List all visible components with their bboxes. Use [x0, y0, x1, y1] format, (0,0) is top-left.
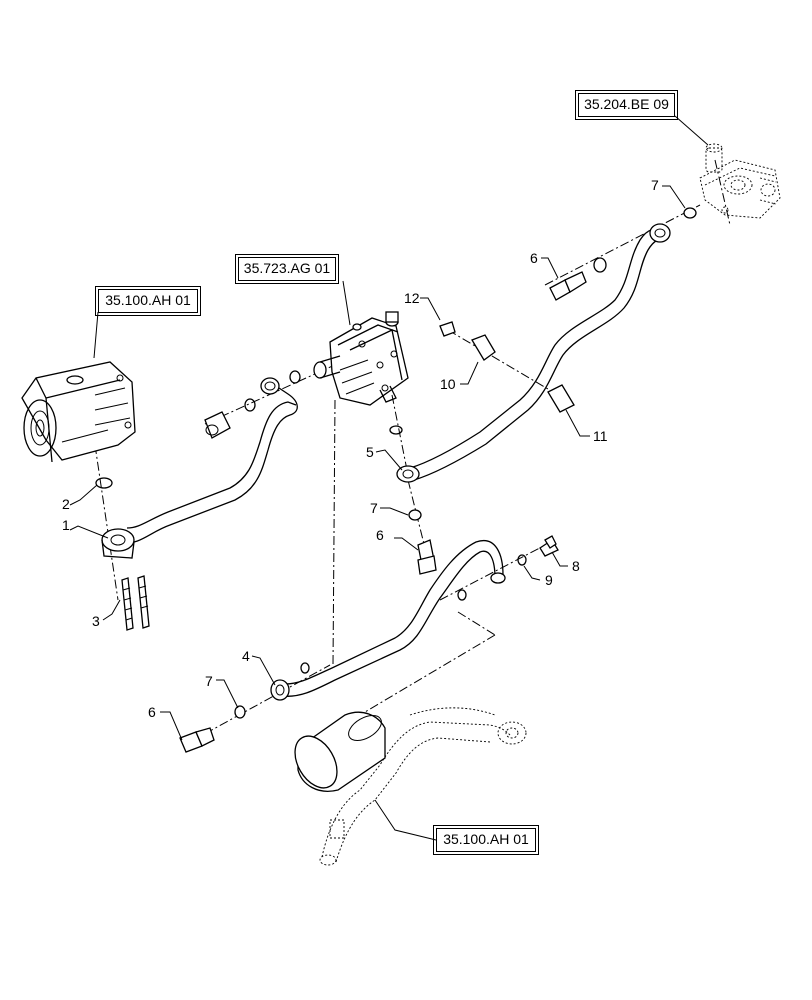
- callout-9: 9: [545, 572, 553, 588]
- callout-1: 1: [62, 517, 70, 533]
- hydraulic-pump: [21, 361, 136, 463]
- pipe-4: [270, 539, 506, 701]
- suction-pipe-assembly: [294, 707, 527, 866]
- center-lines: [94, 159, 731, 743]
- callout-7-lower: 7: [205, 673, 213, 689]
- callout-5: 5: [366, 444, 374, 460]
- reference-box-35-723-ag-01[interactable]: 35.723.AG 01: [235, 254, 339, 284]
- reference-box-35-100-ah-01-bottom[interactable]: 35.100.AH 01: [433, 825, 539, 855]
- callout-4: 4: [242, 648, 250, 664]
- callout-8: 8: [572, 558, 580, 574]
- control-valve: [313, 311, 409, 406]
- callout-3: 3: [92, 613, 100, 629]
- callout-11: 11: [593, 428, 608, 444]
- callout-12: 12: [404, 290, 420, 306]
- callout-7-upper: 7: [651, 177, 659, 193]
- pipe-5: [396, 223, 671, 483]
- callout-6-middle: 6: [376, 527, 384, 543]
- callout-7-middle: 7: [370, 500, 378, 516]
- manifold-block: [699, 143, 781, 219]
- fittings-and-seals: [95, 207, 697, 753]
- pipe-1: [101, 377, 298, 559]
- callout-6-lower: 6: [148, 704, 156, 720]
- callout-2: 2: [62, 496, 70, 512]
- reference-leaders: [93, 115, 709, 841]
- callout-10: 10: [440, 376, 456, 392]
- reference-box-35-100-ah-01-top[interactable]: 35.100.AH 01: [95, 286, 201, 316]
- reference-box-35-204-be-09[interactable]: 35.204.BE 09: [575, 90, 678, 120]
- callout-6-upper: 6: [530, 250, 538, 266]
- callout-leaders: [69, 185, 686, 741]
